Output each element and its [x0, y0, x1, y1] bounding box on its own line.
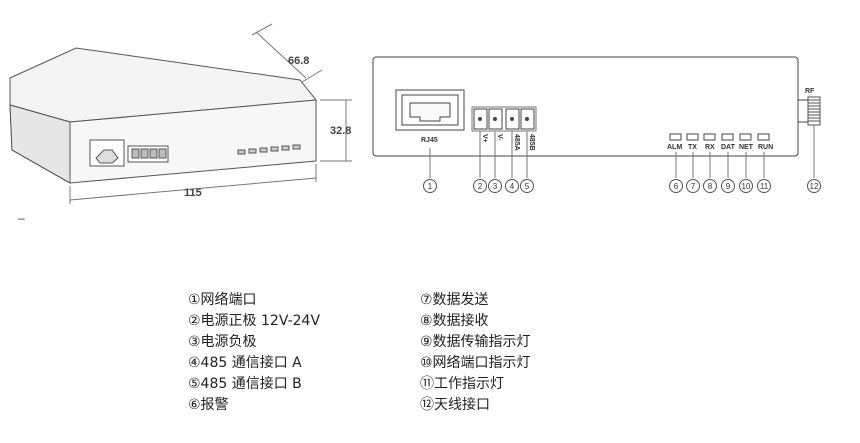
legend-item-4: ④485 通信接口 A: [188, 355, 302, 371]
dim-width: 115: [184, 187, 202, 199]
legend-item-8: ⑧数据接收: [420, 313, 489, 329]
panel-leds: [669, 133, 770, 141]
terminal-label-v-minus: V-: [496, 134, 503, 141]
callout-11: 11: [760, 182, 769, 191]
antenna-label: RF: [805, 88, 815, 95]
dim-depth: 66.8: [288, 55, 309, 67]
legend-left: ①网络端口 ②电源正极 12V-24V ③电源负极 ④485 通信接口 A ⑤4…: [188, 290, 320, 416]
callout-10: 10: [742, 182, 751, 191]
rj45-label: RJ45: [421, 137, 438, 144]
callout-9: 9: [726, 182, 731, 191]
legend-item-3: ③电源负极: [188, 334, 257, 350]
legend-item-5: ⑤485 通信接口 B: [188, 376, 302, 392]
legend-right: ⑦数据发送 ⑧数据接收 ⑨数据传输指示灯 ⑩网络端口指示灯 ⑪工作指示灯 ⑫天线…: [420, 290, 531, 416]
led-label-run: RUN: [758, 144, 773, 151]
legend-item-11: ⑪工作指示灯: [420, 376, 504, 392]
dim-height: 32.8: [330, 125, 351, 137]
antenna-thread: [807, 96, 821, 126]
led-label-alm: ALM: [667, 144, 682, 151]
led-label-rx: RX: [705, 144, 715, 151]
callout-3: 3: [493, 182, 498, 191]
callout-4: 4: [510, 182, 515, 191]
led-label-tx: TX: [688, 144, 697, 151]
stray-mark: –: [18, 211, 25, 225]
callout-1: 1: [428, 182, 433, 191]
legend-item-1: ①网络端口: [188, 292, 257, 308]
isometric-view: [9, 23, 352, 204]
terminal-label-v-plus: V+: [481, 134, 488, 143]
legend-item-9: ⑨数据传输指示灯: [420, 334, 531, 350]
led-label-net: NET: [739, 144, 754, 151]
legend-item-10: ⑩网络端口指示灯: [420, 355, 531, 371]
leader-lines: [429, 125, 815, 178]
callout-5: 5: [525, 182, 530, 191]
legend-item-7: ⑦数据发送: [420, 292, 489, 308]
legend-item-2: ②电源正极 12V-24V: [188, 313, 321, 329]
front-panel-view: [372, 56, 821, 193]
callout-7: 7: [691, 182, 696, 191]
led-label-dat: DAT: [721, 144, 736, 151]
legend-item-12: ⑫天线接口: [420, 397, 490, 413]
antenna-connector: [797, 99, 809, 123]
terminal-label-485a: 485A: [513, 134, 520, 151]
legend-item-6: ⑥报警: [188, 397, 229, 413]
callout-8: 8: [708, 182, 713, 191]
callout-6: 6: [674, 182, 679, 191]
terminal-label-485b: 485B: [528, 134, 535, 151]
callout-circles: [423, 179, 821, 193]
box-leds: [237, 144, 301, 155]
callout-12: 12: [810, 182, 819, 191]
callout-2: 2: [478, 182, 483, 191]
